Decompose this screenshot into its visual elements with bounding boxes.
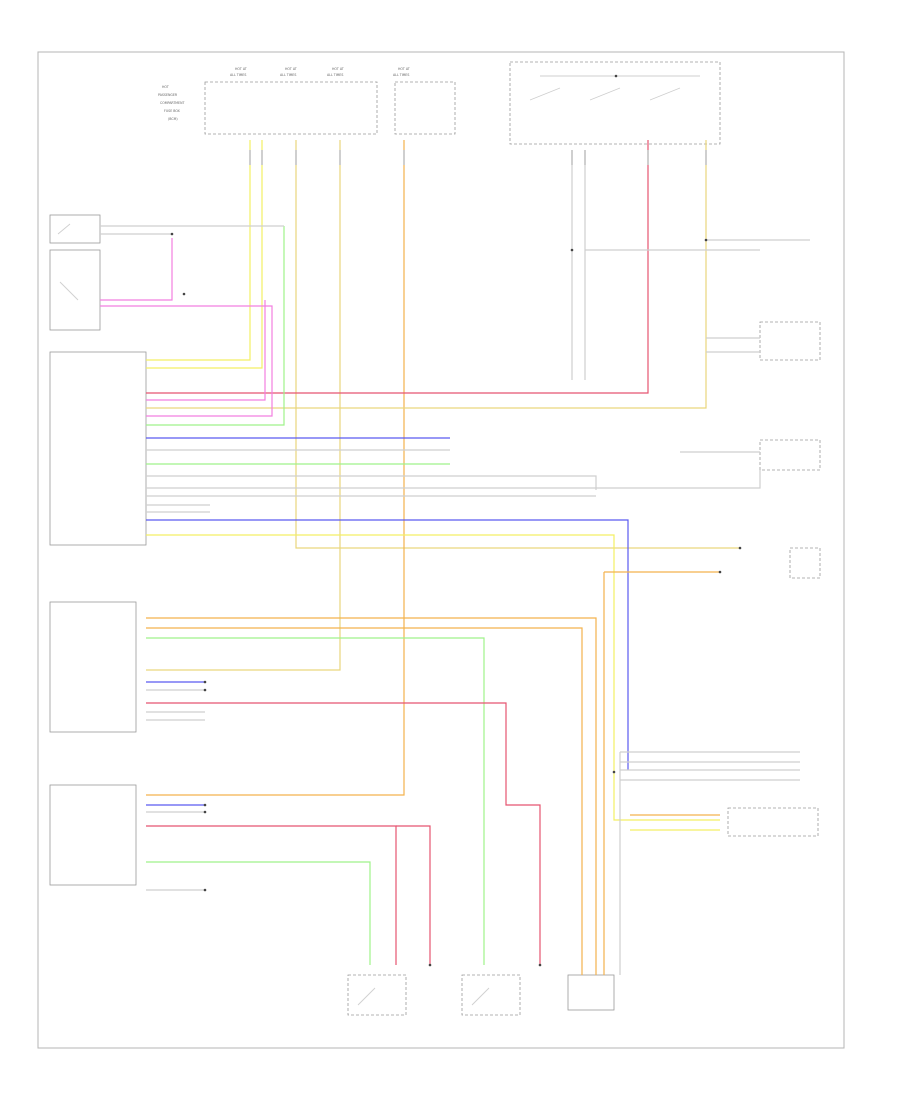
svg-text:PASSENGER: PASSENGER bbox=[158, 93, 178, 97]
right-component-2 bbox=[759, 439, 821, 471]
svg-text:ALL TIMES: ALL TIMES bbox=[393, 73, 409, 77]
bottom-component-3 bbox=[567, 974, 615, 1011]
ignition-key-lamp bbox=[49, 249, 101, 331]
svg-text:HOT AT: HOT AT bbox=[332, 67, 344, 71]
ignition-switch bbox=[509, 61, 721, 145]
wires bbox=[100, 140, 810, 975]
bottom-component-1 bbox=[347, 974, 407, 1016]
diagram-frame bbox=[37, 51, 845, 1049]
right-component-4 bbox=[727, 807, 819, 837]
svg-text:ALL TIMES: ALL TIMES bbox=[230, 73, 246, 77]
ignition-key-switch bbox=[49, 214, 101, 244]
bottom-component-2 bbox=[461, 974, 521, 1016]
svg-text:ALL TIMES: ALL TIMES bbox=[327, 73, 343, 77]
svg-text:COMPARTMENT: COMPARTMENT bbox=[160, 101, 184, 105]
svg-text:HOT: HOT bbox=[162, 85, 169, 89]
splice-points bbox=[170, 232, 742, 967]
svg-text:ALL TIMES: ALL TIMES bbox=[280, 73, 296, 77]
fuse-box-left: HOT PASSENGER COMPARTMENT FUSE BOX (BCM) bbox=[158, 81, 378, 135]
svg-text:(BCM): (BCM) bbox=[168, 117, 178, 121]
body-control-module bbox=[49, 351, 147, 546]
left-front-door-module bbox=[49, 601, 137, 733]
right-front-door-module bbox=[49, 784, 137, 886]
svg-text:HOT AT: HOT AT bbox=[398, 67, 410, 71]
fuse-labels: HOT AT ALL TIMES HOT AT ALL TIMES HOT AT AL… bbox=[230, 67, 410, 77]
svg-text:HOT AT: HOT AT bbox=[285, 67, 297, 71]
right-component-3 bbox=[789, 547, 821, 579]
svg-text:HOT AT: HOT AT bbox=[235, 67, 247, 71]
top-connector-stubs bbox=[249, 150, 707, 165]
fuse-box-right bbox=[394, 81, 456, 135]
right-component-1 bbox=[759, 321, 821, 361]
svg-text:FUSE BOX: FUSE BOX bbox=[164, 109, 181, 113]
